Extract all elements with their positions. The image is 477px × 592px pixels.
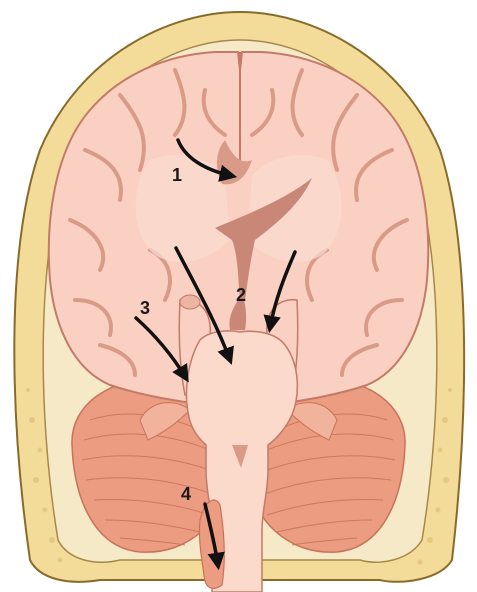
label-1: 1 xyxy=(172,165,182,185)
label-2: 2 xyxy=(236,285,246,305)
label-4: 4 xyxy=(181,484,191,504)
label-3: 3 xyxy=(140,298,150,318)
